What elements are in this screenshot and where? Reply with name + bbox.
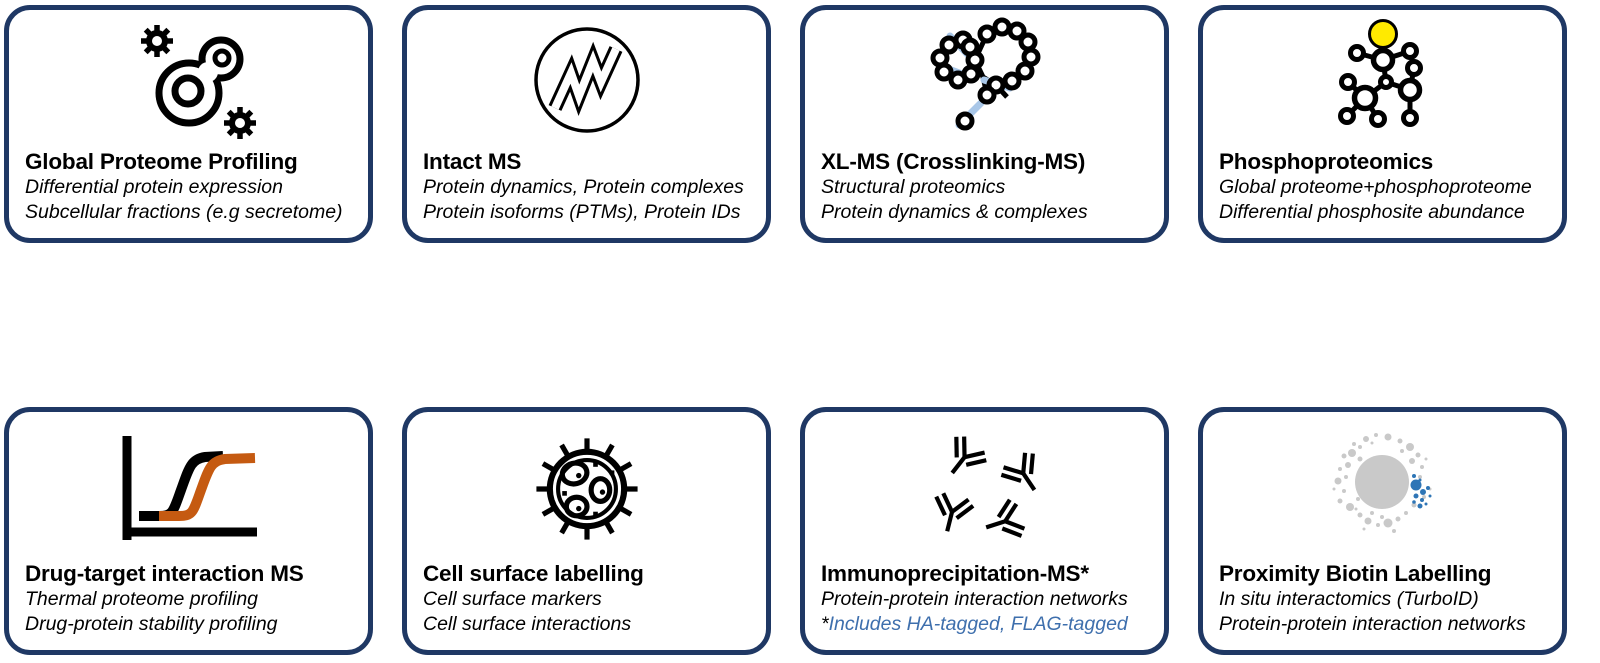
card-xl-ms: XL-MS (Crosslinking-MS) Structural prote… (800, 5, 1169, 243)
card-proximity-biotin-labelling: Proximity Biotin Labelling In situ inter… (1198, 407, 1567, 655)
card-phosphoproteomics: Phosphoproteomics Global proteome+phosph… (1198, 5, 1567, 243)
card-subtitle: In situ interactomics (TurboID) (1219, 588, 1479, 611)
phospho-network-icon (1203, 10, 1562, 149)
card-subtitle: Drug-protein stability profiling (25, 613, 278, 636)
cell-gears-icon (9, 10, 368, 149)
card-drug-target-interaction-ms: Drug-target interaction MS Thermal prote… (4, 407, 373, 655)
card-intact-ms: Intact MS Protein dynamics, Protein comp… (402, 5, 771, 243)
card-subtitle: Protein dynamics & complexes (821, 201, 1088, 224)
proximity-dots-icon (1203, 412, 1562, 561)
cards-row-top: Global Proteome Profiling Differential p… (4, 5, 1567, 243)
spiky-cell-icon (407, 412, 766, 561)
footnote-asterisk: * (821, 613, 829, 636)
card-subtitle: Cell surface interactions (423, 613, 632, 636)
card-footnote: *Includes HA-tagged, FLAG-tagged (821, 613, 1148, 637)
card-subtitle: Protein-protein interaction networks (821, 588, 1128, 611)
card-title: Global Proteome Profiling (25, 149, 298, 175)
card-title: Drug-target interaction MS (25, 561, 304, 587)
card-subtitle: Global proteome+phosphoproteome (1219, 176, 1532, 199)
card-subtitle: Thermal proteome profiling (25, 588, 259, 611)
crosslinked-beads-icon (805, 10, 1164, 149)
card-subtitle: Structural proteomics (821, 176, 1006, 199)
antibodies-icon (805, 412, 1164, 561)
card-immunoprecipitation-ms: Immunoprecipitation-MS* Protein-protein … (800, 407, 1169, 655)
footnote-text: Includes HA-tagged, FLAG-tagged (828, 613, 1128, 636)
card-title: Phosphoproteomics (1219, 149, 1434, 175)
card-global-proteome-profiling: Global Proteome Profiling Differential p… (4, 5, 373, 243)
card-subtitle: Cell surface markers (423, 588, 602, 611)
cards-row-bottom: Drug-target interaction MS Thermal prote… (4, 407, 1567, 655)
card-cell-surface-labelling: Cell surface labelling Cell surface mark… (402, 407, 771, 655)
card-subtitle: Differential protein expression (25, 176, 283, 199)
card-title: Intact MS (423, 149, 522, 175)
card-subtitle: Protein dynamics, Protein complexes (423, 176, 744, 199)
melting-curves-icon (9, 412, 368, 561)
card-subtitle: Subcellular fractions (e.g secretome) (25, 201, 343, 224)
card-title: Proximity Biotin Labelling (1219, 561, 1492, 587)
card-title: XL-MS (Crosslinking-MS) (821, 149, 1086, 175)
protein-ribbon-icon (407, 10, 766, 149)
card-title: Immunoprecipitation-MS* (821, 561, 1089, 587)
card-title: Cell surface labelling (423, 561, 644, 587)
card-subtitle: Protein-protein interaction networks (1219, 613, 1526, 636)
card-subtitle: Differential phosphosite abundance (1219, 201, 1525, 224)
card-subtitle: Protein isoforms (PTMs), Protein IDs (423, 201, 741, 224)
